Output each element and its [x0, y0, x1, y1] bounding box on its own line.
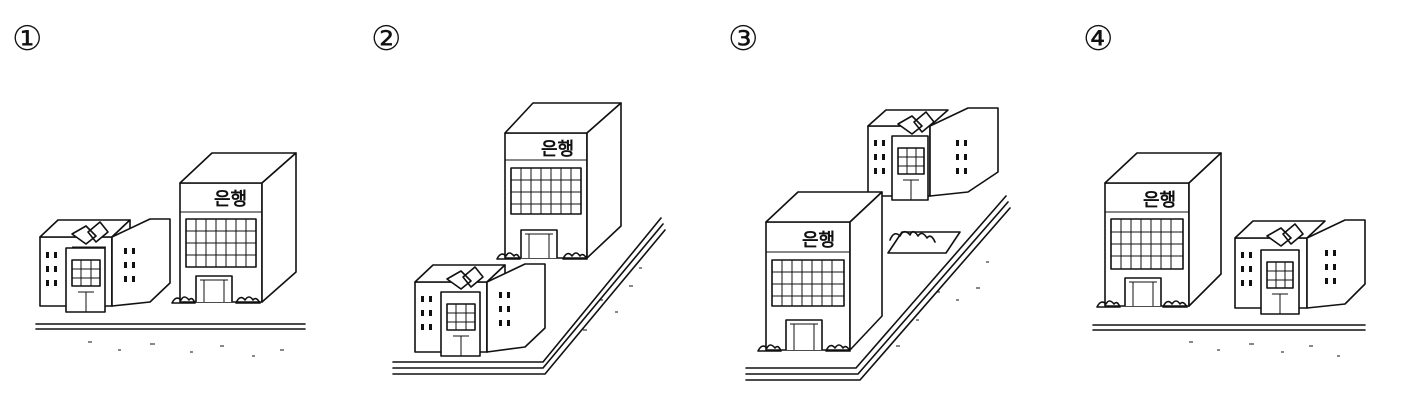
bank-building: 은행: [496, 102, 622, 260]
school-building: [414, 263, 546, 357]
bank-sign: 은행: [802, 230, 835, 251]
bank-sign: 은행: [214, 189, 247, 210]
option-1[interactable]: ① 은행: [0, 0, 353, 402]
option-3[interactable]: ③: [706, 0, 1059, 402]
scene-bank-left-school-right: 은행: [1092, 152, 1366, 357]
scene-school-left-bank-right: 은행: [35, 152, 306, 357]
option-number: ④: [1083, 19, 1114, 59]
scene-school-front-bank-back: 은행: [392, 102, 666, 375]
option-number: ②: [371, 19, 402, 59]
scene-bank-front-school-back: 은행: [745, 107, 1011, 381]
bank-building: 은행: [1096, 152, 1222, 308]
school-building: [39, 218, 171, 313]
bank-building: 은행: [757, 191, 883, 352]
option-4[interactable]: ④ 은행: [1059, 0, 1412, 402]
bank-sign: 은행: [541, 139, 574, 160]
option-number: ①: [12, 19, 43, 59]
bank-sign: 은행: [1143, 190, 1176, 211]
school-building: [867, 107, 999, 201]
option-number: ③: [728, 19, 759, 59]
school-building: [1234, 219, 1366, 315]
option-2[interactable]: ② 은행: [353, 0, 706, 402]
bank-building: 은행: [171, 152, 297, 304]
